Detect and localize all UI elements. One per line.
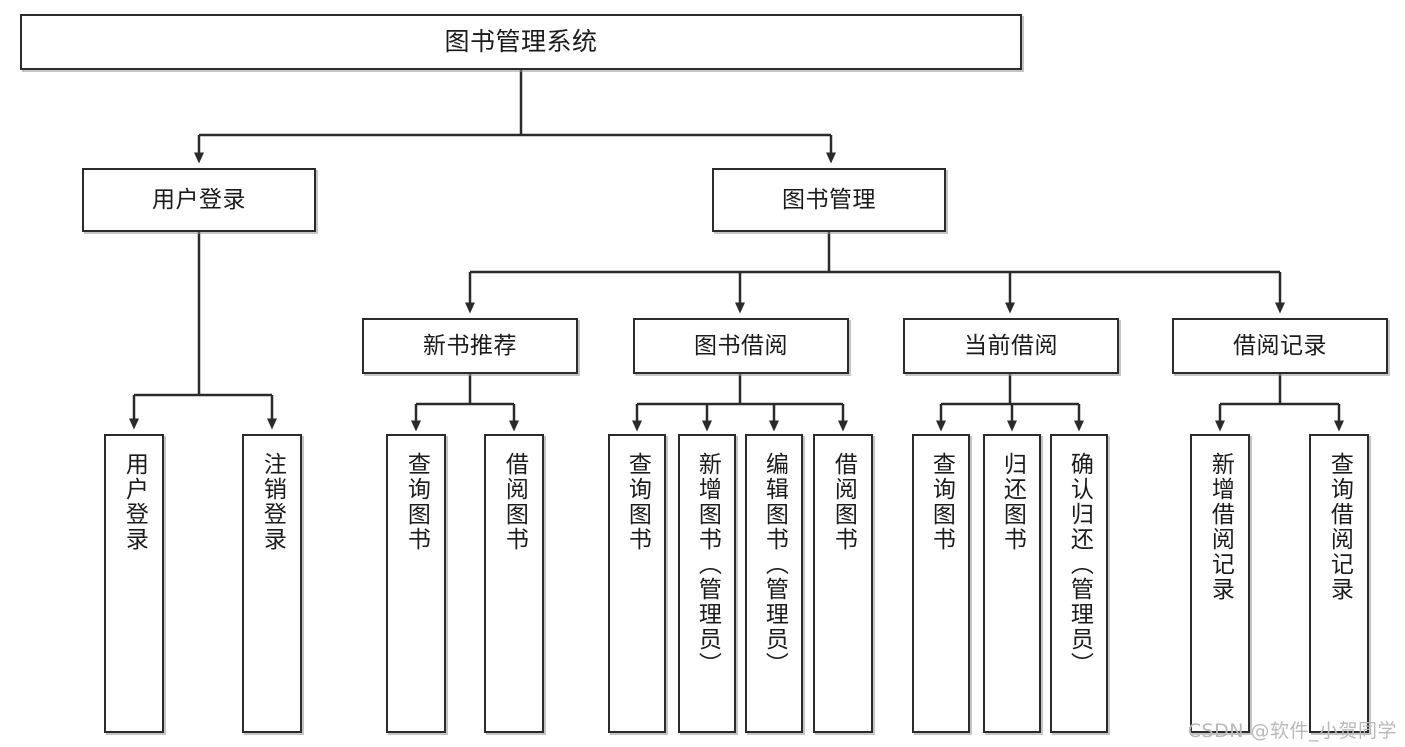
node-label: 确认归还（管理员）	[1066, 452, 1093, 677]
node-root-book-management-system[interactable]: 图书管理系统	[20, 14, 1022, 70]
node-leaf-query-book-borrow[interactable]: 查询图书	[608, 434, 666, 733]
node-label: 图书管理	[782, 186, 876, 213]
node-book-management[interactable]: 图书管理	[712, 168, 946, 232]
node-book-borrow[interactable]: 图书借阅	[633, 318, 849, 374]
node-label: 新书推荐	[423, 332, 517, 359]
node-label: 归还图书	[999, 452, 1026, 552]
node-leaf-query-book-current[interactable]: 查询图书	[912, 434, 970, 733]
node-leaf-logout[interactable]: 注销登录	[242, 434, 302, 733]
node-leaf-borrow-book[interactable]: 借阅图书	[813, 434, 873, 733]
node-label: 查询图书	[403, 452, 430, 552]
node-leaf-query-book-recommend[interactable]: 查询图书	[386, 434, 446, 733]
node-leaf-borrow-book-recommend[interactable]: 借阅图书	[484, 434, 544, 733]
node-label: 注销登录	[259, 452, 286, 552]
node-leaf-add-borrow-record[interactable]: 新增借阅记录	[1190, 434, 1250, 733]
node-label: 借阅图书	[830, 452, 857, 552]
node-label: 借阅图书	[501, 452, 528, 552]
node-label: 用户登录	[121, 452, 148, 552]
node-borrow-record[interactable]: 借阅记录	[1172, 318, 1388, 374]
node-label: 用户登录	[152, 186, 246, 213]
node-label: 新增借阅记录	[1207, 452, 1234, 602]
node-new-book-recommend[interactable]: 新书推荐	[362, 318, 578, 374]
node-leaf-user-login[interactable]: 用户登录	[104, 434, 164, 733]
node-label: 图书管理系统	[444, 26, 598, 56]
node-label: 图书借阅	[694, 332, 788, 359]
node-leaf-query-borrow-record[interactable]: 查询借阅记录	[1309, 434, 1369, 733]
node-user-login[interactable]: 用户登录	[82, 168, 316, 232]
node-leaf-confirm-return-admin[interactable]: 确认归还（管理员）	[1050, 434, 1108, 733]
node-label: 查询图书	[928, 452, 955, 552]
node-label: 当前借阅	[964, 332, 1058, 359]
node-current-borrow[interactable]: 当前借阅	[903, 318, 1119, 374]
node-label: 查询借阅记录	[1326, 452, 1353, 602]
node-leaf-add-book-admin[interactable]: 新增图书（管理员）	[678, 434, 736, 733]
node-label: 查询图书	[624, 452, 651, 552]
node-label: 编辑图书（管理员）	[761, 452, 788, 677]
node-leaf-edit-book-admin[interactable]: 编辑图书（管理员）	[745, 434, 803, 733]
node-label: 新增图书（管理员）	[694, 452, 721, 677]
node-leaf-return-book[interactable]: 归还图书	[983, 434, 1041, 733]
node-label: 借阅记录	[1233, 332, 1327, 359]
